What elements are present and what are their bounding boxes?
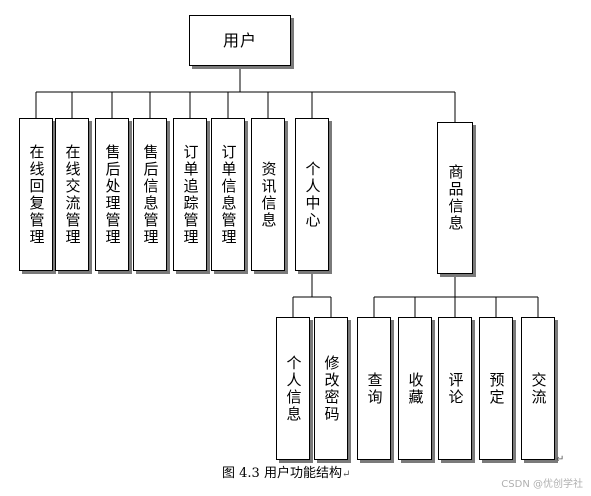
node-label: 收藏 — [406, 371, 425, 406]
watermark: CSDN @优创学社 — [501, 479, 583, 490]
node-personal-center: 个人中心 — [295, 118, 329, 271]
node-label: 预定 — [487, 371, 506, 406]
paragraph-mark-icon: ↵ — [341, 469, 351, 480]
node-order-tracking-management: 订单追踪管理 — [173, 118, 207, 271]
node-label: 个人中心 — [303, 160, 322, 229]
node-news-info: 资讯信息 — [251, 118, 285, 271]
paragraph-mark-icon: ↵ — [556, 454, 565, 465]
node-product-info: 商品信息 — [437, 122, 473, 274]
node-favorite: 收藏 — [398, 317, 432, 460]
figure-caption: 图 4.3 用户功能结构↵ — [222, 462, 350, 481]
node-label: 用户 — [222, 30, 257, 50]
node-label: 交流 — [529, 371, 548, 406]
node-label: 资讯信息 — [259, 160, 278, 229]
node-change-password: 修改密码 — [314, 317, 348, 460]
node-label: 订单信息管理 — [219, 143, 238, 246]
node-comment: 评论 — [438, 317, 472, 460]
node-label: 售后处理管理 — [103, 143, 122, 246]
caption-text: 图 4.3 用户功能结构 — [222, 466, 342, 481]
node-online-chat-management: 在线交流管理 — [55, 118, 89, 271]
node-label: 在线交流管理 — [63, 143, 82, 246]
node-label: 订单追踪管理 — [181, 143, 200, 246]
node-label: 查询 — [365, 371, 384, 406]
node-exchange: 交流 — [521, 317, 555, 460]
node-order-info-management: 订单信息管理 — [211, 118, 245, 271]
node-label: 商品信息 — [446, 164, 465, 232]
node-label: 在线回复管理 — [27, 143, 46, 246]
node-personal-info: 个人信息 — [276, 317, 310, 460]
node-online-reply-management: 在线回复管理 — [19, 118, 53, 271]
node-label: 售后信息管理 — [141, 143, 160, 246]
node-label: 评论 — [446, 371, 465, 406]
node-label: 修改密码 — [322, 354, 341, 423]
node-label: 个人信息 — [284, 354, 303, 423]
node-after-sales-info-management: 售后信息管理 — [133, 118, 167, 271]
node-search: 查询 — [357, 317, 391, 460]
node-root-user: 用户 — [189, 15, 291, 66]
node-after-sales-handling-management: 售后处理管理 — [95, 118, 129, 271]
node-reserve: 预定 — [479, 317, 513, 460]
